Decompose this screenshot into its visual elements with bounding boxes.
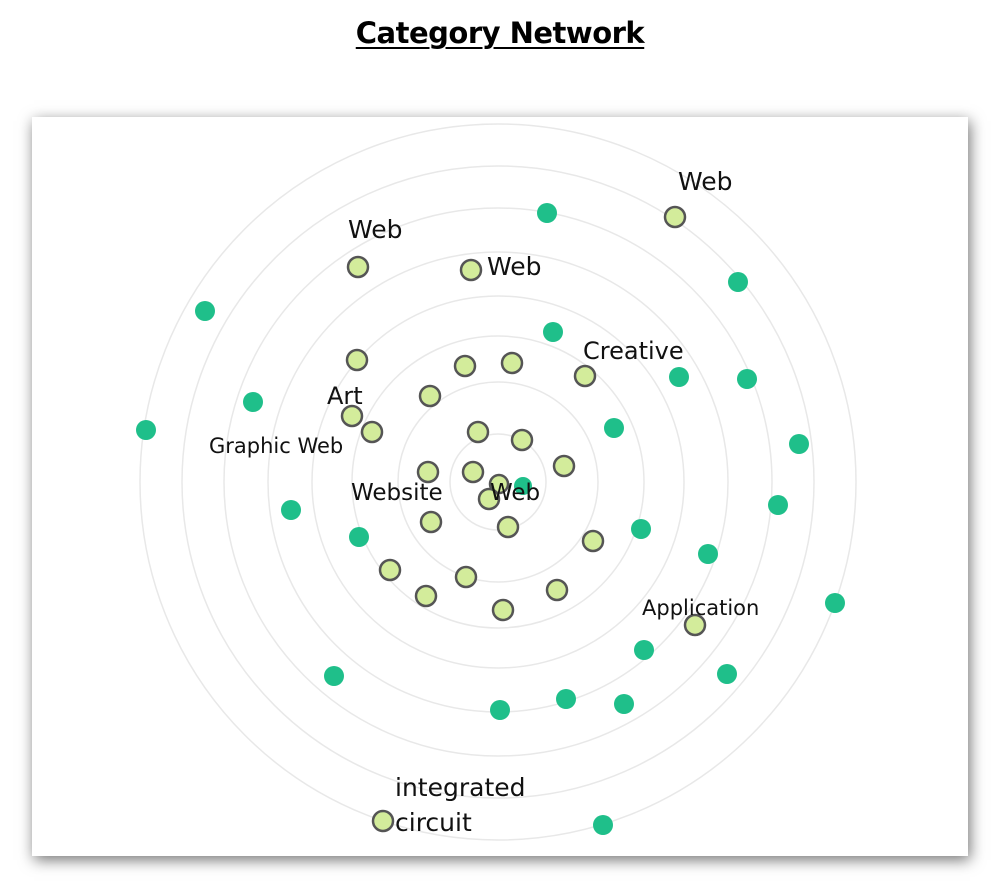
page-title: Category Network: [355, 16, 645, 50]
diagram-panel: [32, 117, 968, 856]
